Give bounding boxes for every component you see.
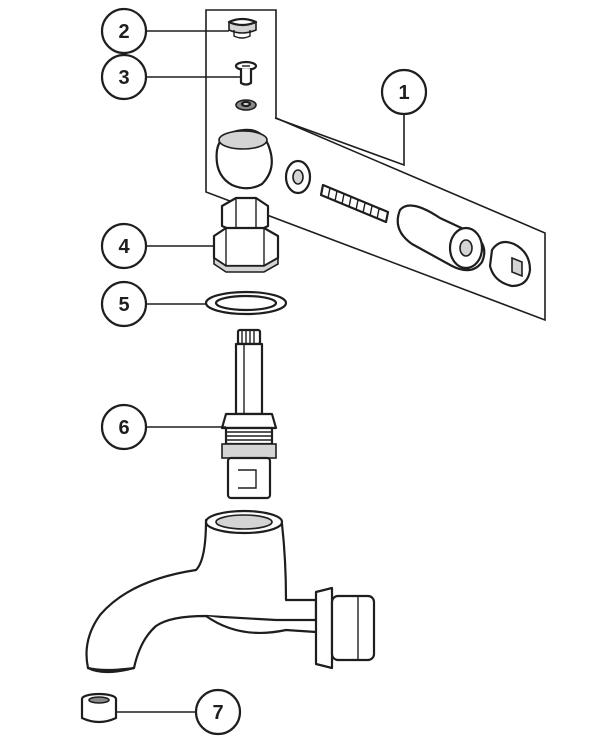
callout-4-label: 4 bbox=[118, 236, 130, 258]
gland-nut-part bbox=[212, 196, 280, 273]
lock-washer bbox=[235, 99, 257, 111]
callout-1: 1 bbox=[380, 68, 428, 116]
handle-ring bbox=[284, 159, 312, 195]
callout-1-label: 1 bbox=[398, 82, 409, 104]
cartridge-part bbox=[220, 328, 278, 500]
sealing-washer-part bbox=[204, 290, 288, 316]
callout-4: 4 bbox=[100, 222, 148, 270]
callout-3: 3 bbox=[100, 53, 148, 101]
callout-7: 7 bbox=[194, 688, 242, 736]
spout-body bbox=[85, 509, 376, 674]
lever-handle bbox=[396, 204, 486, 272]
handle-assembly-panel bbox=[205, 9, 546, 322]
handle-knob bbox=[215, 128, 273, 190]
callout-5-label: 5 bbox=[118, 294, 129, 316]
end-cap bbox=[488, 240, 532, 288]
callout-3-label: 3 bbox=[118, 67, 129, 89]
callout-6-label: 6 bbox=[118, 417, 129, 439]
callout-5: 5 bbox=[100, 280, 148, 328]
threaded-rod bbox=[319, 183, 390, 224]
cap-part bbox=[227, 17, 258, 39]
callout-2: 2 bbox=[100, 7, 148, 55]
callout-6: 6 bbox=[100, 403, 148, 451]
screw-part bbox=[234, 60, 258, 86]
leader-line-1 bbox=[274, 114, 405, 167]
callout-7-label: 7 bbox=[212, 702, 223, 724]
callout-2-label: 2 bbox=[118, 21, 129, 43]
aerator-part bbox=[80, 692, 118, 724]
